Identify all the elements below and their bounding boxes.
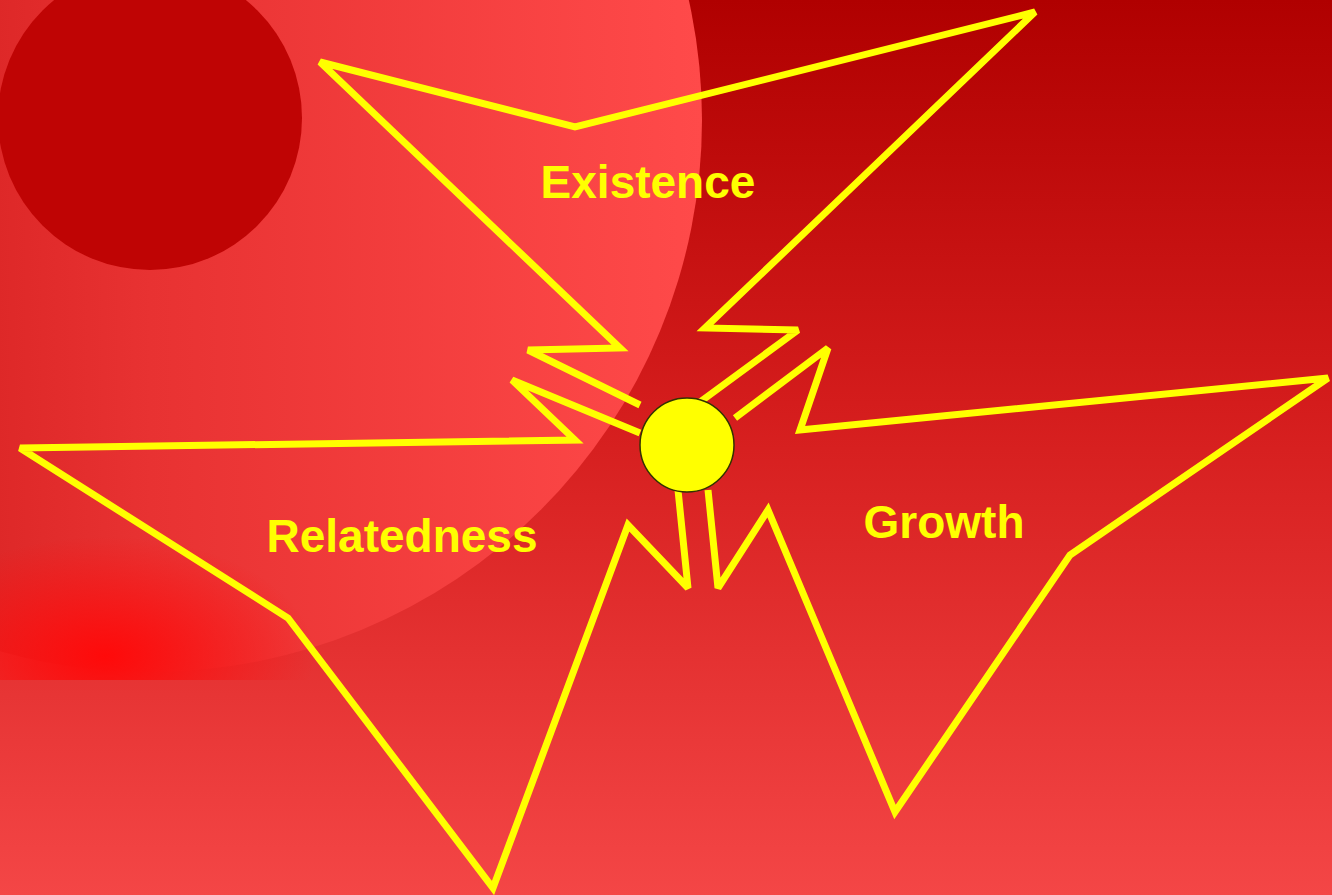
need-label: Relatedness <box>266 511 537 562</box>
bolt-shape: Growth <box>708 348 1328 812</box>
bolt-shape: Existence <box>320 12 1035 405</box>
bolt-shape: Relatedness <box>20 380 688 888</box>
bolt-outline <box>708 348 1328 812</box>
hub-circle <box>640 398 734 492</box>
need-label: Existence <box>541 157 756 208</box>
need-label: Growth <box>864 497 1025 548</box>
dark-disc <box>0 0 302 270</box>
bolt-outline <box>320 12 1035 405</box>
bolt-outline <box>20 380 688 888</box>
bolt-line <box>320 12 1035 405</box>
bolt-line <box>708 348 1328 812</box>
bolt-line <box>20 380 688 888</box>
